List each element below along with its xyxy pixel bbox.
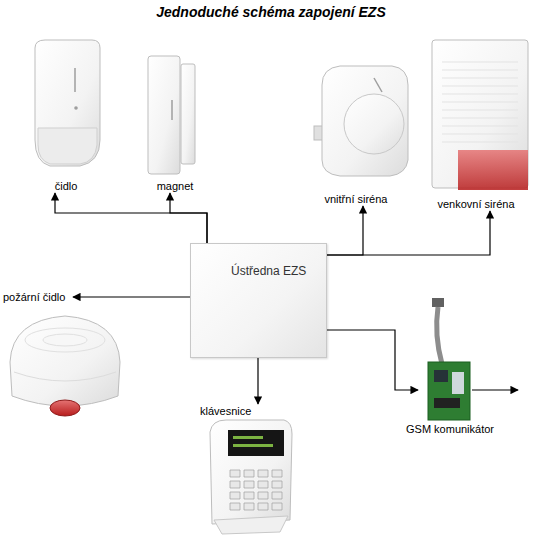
keypad-illustration-part bbox=[230, 470, 282, 510]
device-label: klávesnice bbox=[200, 404, 270, 418]
connector-arrow bbox=[327, 206, 363, 255]
motion-detector-illustration-part bbox=[35, 40, 100, 166]
outdoor-siren-illustration-part bbox=[442, 62, 518, 142]
keypad-illustration-part bbox=[233, 444, 273, 447]
node-label: čidlo bbox=[55, 179, 78, 193]
keypad-illustration-part bbox=[233, 436, 263, 439]
keypad-illustration-part bbox=[210, 420, 292, 524]
device-label: požární čidlo bbox=[3, 290, 73, 304]
connector-arrow bbox=[170, 193, 207, 243]
device-box: GSM komunikátor bbox=[418, 300, 482, 436]
smoke-detector-illustration-part bbox=[25, 328, 105, 352]
motion-detector-illustration-part bbox=[38, 128, 97, 164]
magnetic-contact-illustration-part bbox=[181, 64, 195, 164]
gsm-module-illustration bbox=[428, 298, 518, 420]
magnetic-contact-illustration bbox=[148, 56, 195, 174]
smoke-detector-illustration-part bbox=[14, 372, 116, 381]
node-label: magnet bbox=[157, 179, 194, 193]
smoke-detector-illustration-part bbox=[50, 400, 80, 416]
keypad-illustration-part bbox=[214, 516, 288, 534]
connector-arrow bbox=[55, 193, 207, 243]
outdoor-siren-illustration bbox=[432, 40, 528, 190]
motion-detector-illustration bbox=[35, 40, 100, 166]
indoor-siren-illustration bbox=[314, 66, 408, 176]
node-label: Ústředna EZS bbox=[231, 264, 306, 278]
gsm-module-illustration-part bbox=[434, 370, 448, 382]
device-label: vnitřní siréna bbox=[316, 192, 396, 206]
connector-arrow bbox=[327, 211, 490, 255]
gsm-module-illustration-part bbox=[472, 389, 518, 390]
node-label: klávesnice bbox=[200, 404, 251, 418]
device-label: čidlo bbox=[42, 179, 90, 193]
connector-arrow bbox=[73, 296, 190, 297]
smoke-detector-illustration-part bbox=[10, 316, 120, 406]
motion-detector-illustration-part bbox=[74, 106, 78, 110]
control-panel: Ústředna EZS bbox=[190, 243, 327, 358]
outdoor-siren-illustration-part bbox=[458, 150, 528, 190]
magnetic-contact-illustration-part bbox=[148, 56, 180, 174]
gsm-module-illustration-part bbox=[437, 307, 442, 364]
device-label: venkovní siréna bbox=[433, 197, 519, 211]
keypad-illustration-part bbox=[228, 430, 284, 456]
gsm-module-illustration-part bbox=[434, 398, 460, 408]
connector-arrow bbox=[327, 330, 418, 390]
node-label: GSM komunikátor bbox=[406, 422, 494, 436]
indoor-siren-illustration-part bbox=[374, 78, 382, 92]
smoke-detector-illustration bbox=[10, 316, 120, 416]
node-label: vnitřní siréna bbox=[325, 192, 388, 206]
diagram-title: Jednoduché schéma zapojení EZS bbox=[0, 4, 542, 20]
magnetic-contact-illustration-part bbox=[171, 100, 173, 120]
gsm-module-illustration-part bbox=[432, 298, 444, 307]
gsm-module-illustration-part bbox=[452, 372, 464, 394]
gsm-module-illustration-part bbox=[428, 362, 470, 420]
node-label: venkovní siréna bbox=[437, 197, 514, 211]
smoke-detector-illustration-part bbox=[43, 334, 87, 346]
node-label: požární čidlo bbox=[3, 290, 65, 304]
connector-arrow bbox=[257, 358, 258, 404]
keypad-illustration bbox=[210, 420, 292, 534]
indoor-siren-illustration-part bbox=[322, 66, 408, 176]
device-label: magnet bbox=[150, 179, 200, 193]
motion-detector-illustration-part bbox=[74, 68, 76, 92]
indoor-siren-illustration-part bbox=[344, 94, 404, 154]
